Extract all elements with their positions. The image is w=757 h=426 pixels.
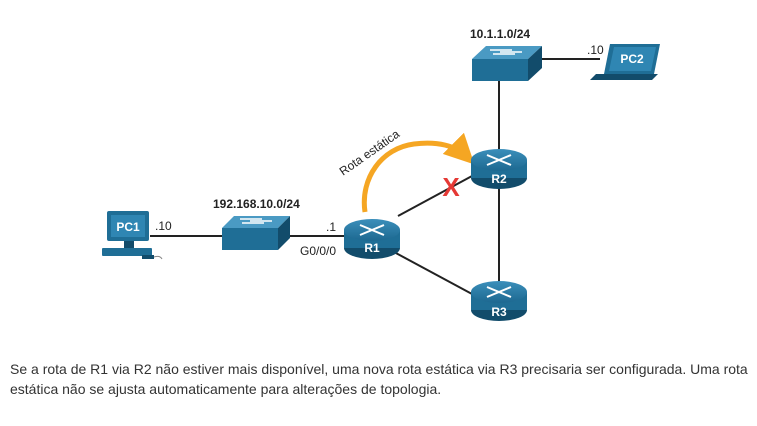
switch-lan-left[interactable]	[222, 216, 290, 250]
pc2-host-address: .10	[587, 43, 604, 57]
link-r1-r3	[393, 251, 473, 295]
switch-arrows-icon	[240, 218, 272, 224]
router-arrows-icon	[359, 224, 385, 236]
topology-diagram: X R1 R2	[102, 27, 660, 321]
switch-lan-top[interactable]	[472, 46, 542, 81]
router-arrows-icon	[486, 154, 512, 166]
router-r2[interactable]: R2	[471, 149, 527, 189]
router-r3[interactable]: R3	[471, 281, 527, 321]
router-r1[interactable]: R1	[344, 219, 400, 259]
r1-interface: G0/0/0	[300, 244, 336, 258]
router-r2-label: R2	[491, 172, 507, 186]
pc1-host-address: .10	[155, 219, 172, 233]
network-label-left: 192.168.10.0/24	[213, 197, 300, 211]
pc2-label: PC2	[620, 52, 644, 66]
pc1-label: PC1	[116, 220, 140, 234]
static-route-arrow	[361, 132, 475, 213]
router-r1-label: R1	[364, 241, 380, 255]
router-r3-label: R3	[491, 305, 507, 319]
caption-text: Se a rota de R1 via R2 não estiver mais …	[10, 361, 748, 397]
failed-link-marker: X	[442, 172, 460, 202]
links	[150, 58, 600, 295]
network-label-top: 10.1.1.0/24	[470, 27, 530, 41]
router-arrows-icon	[486, 286, 512, 298]
r1-address: .1	[326, 220, 336, 234]
switch-arrows-icon	[490, 49, 522, 55]
pc1-computer[interactable]: PC1	[102, 211, 163, 260]
pc2-laptop[interactable]: PC2	[590, 44, 660, 80]
link-r1-r2	[397, 175, 473, 217]
